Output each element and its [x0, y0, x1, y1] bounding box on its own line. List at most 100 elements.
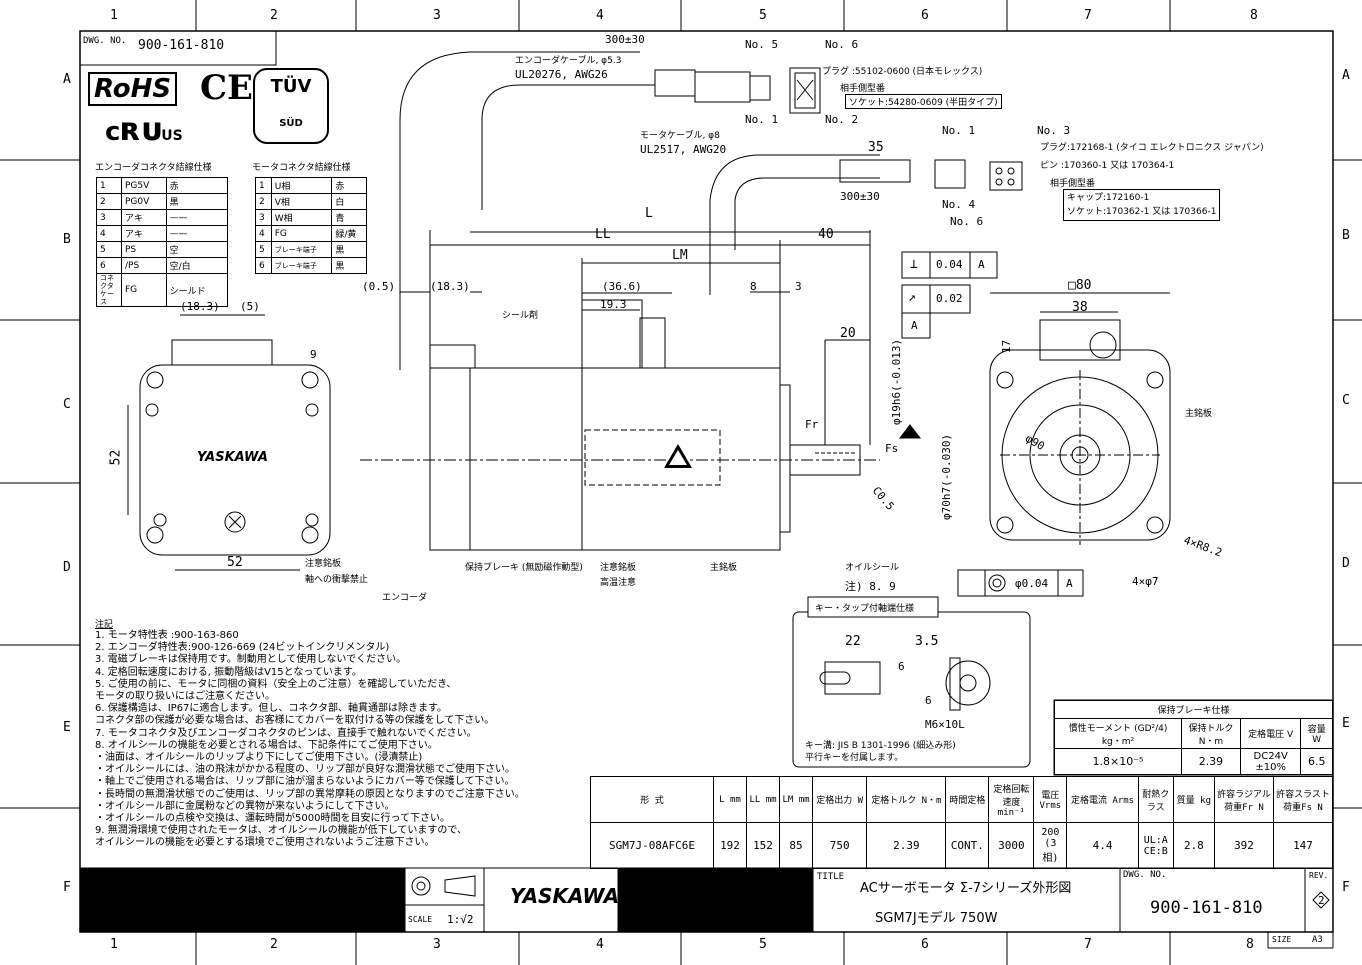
size-label: SIZE — [1272, 935, 1292, 944]
oil-seal-label: オイルシール — [845, 563, 900, 573]
runout-symbol: ↗ — [908, 290, 916, 305]
cell: CONT. — [945, 822, 990, 869]
cell: 定格電圧 V — [1239, 717, 1302, 750]
cell: 147 — [1273, 822, 1333, 869]
cell: 許容スラスト荷重Fs N — [1273, 776, 1333, 823]
concentricity-ref: A — [1066, 577, 1073, 590]
brake-spec-table: 保持ブレーキ仕様 慣性モーメント (GD²/4) kg・m² 保持トルク N・m… — [1054, 700, 1333, 775]
encoder-mate-label: 相手側型番 — [840, 84, 886, 94]
motor-pin-no1: No. 1 — [942, 124, 976, 137]
encoder-table-title: エンコーダコネクタ結線仕様 — [95, 163, 212, 173]
dim-52-vertical: 52 — [108, 449, 124, 466]
note-line: ・長時間の無潤滑状態でのご使用は、リップ部の異常摩耗の原因となりますのでご注意下… — [95, 788, 525, 800]
cell: 定格トルク N・m — [866, 776, 947, 823]
cell: 3 — [255, 209, 272, 226]
cell: SGM7J-08AFC6E — [590, 822, 714, 869]
grid-col-4-bottom: 4 — [596, 937, 604, 952]
rohs-logo: RoHS — [88, 72, 178, 106]
concentricity-tol: φ0.04 — [1015, 577, 1049, 590]
cell: 質量 kg — [1172, 776, 1216, 823]
drawing-title-1: ACサーボモータ Σ-7シリーズ外形図 — [860, 881, 1072, 896]
cell: 赤 — [331, 177, 367, 194]
table-row: 保持ブレーキ仕様 — [1054, 700, 1333, 719]
note-line: オイルシールの機能を必要とする環境でご使用されないようご注意下さい。 — [95, 837, 435, 849]
grid-col-1-top: 1 — [110, 8, 118, 23]
cell: シールド — [165, 273, 229, 307]
caution-plate-label: 注意銘板 — [600, 563, 637, 573]
cell: アキ — [121, 225, 167, 242]
tuv-text: TÜV — [270, 76, 312, 97]
dwg-number-bottom: 900-161-810 — [1150, 898, 1263, 918]
cell: 392 — [1214, 822, 1274, 869]
key-dim-6b: 6 — [925, 694, 932, 707]
brake-label: 保持ブレーキ (無励磁作動型) — [465, 563, 583, 573]
tuv-sub: SÜD — [279, 118, 303, 129]
cell: 空 — [165, 241, 229, 258]
grid-row-a-left: A — [63, 72, 71, 87]
hole-phi-7: 4×φ7 — [1132, 575, 1159, 588]
grid-col-3-bottom: 3 — [433, 937, 441, 952]
scale-label: SCALE — [408, 915, 433, 924]
note-line: ・油面は、オイルシールのリップより下にしてご使用下さい。(浸漬禁止) — [95, 752, 423, 764]
key-dim-6a: 6 — [898, 660, 905, 673]
perpendicularity-tol: 0.04 — [936, 258, 963, 271]
motor-cable-ul: UL2517, AWG20 — [640, 143, 727, 156]
cell: 慣性モーメント (GD²/4) kg・m² — [1054, 717, 1182, 750]
table-row: 慣性モーメント (GD²/4) kg・m² 保持トルク N・m 定格電圧 V 容… — [1054, 717, 1333, 750]
cell: ブレーキ端子 — [270, 257, 333, 274]
caution-plate-rear: 注意銘板 — [305, 559, 342, 569]
cell: 750 — [811, 822, 868, 869]
dim-20: 20 — [840, 326, 856, 341]
motor-cable-label: モータケーブル, φ8 — [640, 131, 720, 141]
grid-row-b-left: B — [63, 232, 71, 247]
cell: 4 — [96, 225, 122, 242]
cell: 黒 — [331, 241, 367, 258]
dim-8: 8 — [750, 280, 757, 293]
grid-col-7-top: 7 — [1084, 8, 1092, 23]
dim-40: 40 — [818, 227, 834, 242]
note-line: ・オイルシールには、油の飛沫がかかる程度の、リップ部が良好な潤滑状態でご使用下さ… — [95, 764, 515, 776]
cell: 5 — [96, 241, 122, 258]
cell: 赤 — [165, 177, 229, 194]
cell: LM mm — [779, 776, 813, 823]
key-detail-title: キー・タップ付軸端仕様 — [815, 604, 915, 614]
grid-row-f-right: F — [1342, 880, 1350, 895]
yaskawa-title-logo: YASKAWA — [510, 884, 620, 908]
datum-a: A — [911, 319, 918, 332]
cell: 2 — [255, 193, 272, 210]
nameplate-label-front: 主銘板 — [1185, 409, 1213, 419]
motor-mate-label: 相手側型番 — [1050, 179, 1096, 189]
cell: 空/白 — [165, 257, 229, 274]
grid-col-2-bottom: 2 — [270, 937, 278, 952]
key-dim-22: 22 — [845, 634, 861, 649]
grid-col-8-bottom: 8 — [1246, 937, 1254, 952]
grid-row-e-left: E — [63, 720, 71, 735]
cell: —— — [165, 209, 229, 226]
note-line: ・軸上でご使用される場合は、リップ部に油が溜まらないようにカバー等で保護して下さ… — [95, 776, 515, 788]
notes-title: 注記 — [95, 620, 114, 630]
cell: U相 — [270, 177, 333, 194]
grid-col-7-bottom: 7 — [1084, 937, 1092, 952]
note-line: 2. エンコーダ特性表:900-126-669 (24ビットインクリメンタル) — [95, 642, 390, 654]
cell: 定格出力 W — [811, 776, 868, 823]
cell: 192 — [713, 822, 747, 869]
grid-row-d-left: D — [63, 560, 71, 575]
radial-load-fr: Fr — [805, 418, 819, 431]
perp-symbol: ⊥ — [910, 257, 918, 272]
cell: 3 — [96, 209, 122, 226]
cell: 2.8 — [1172, 822, 1216, 869]
impact-warning: 軸への衝撃禁止 — [305, 575, 369, 585]
encoder-label: エンコーダ — [382, 593, 428, 603]
dim-300-encoder: 300±30 — [605, 33, 645, 46]
cell: 2 — [96, 193, 122, 210]
cell: 2.39 — [1181, 748, 1241, 775]
ul-us: US — [161, 128, 183, 144]
cell: W相 — [270, 209, 333, 226]
thrust-load-fs: Fs — [885, 442, 899, 455]
grid-row-d-right: D — [1342, 556, 1350, 571]
